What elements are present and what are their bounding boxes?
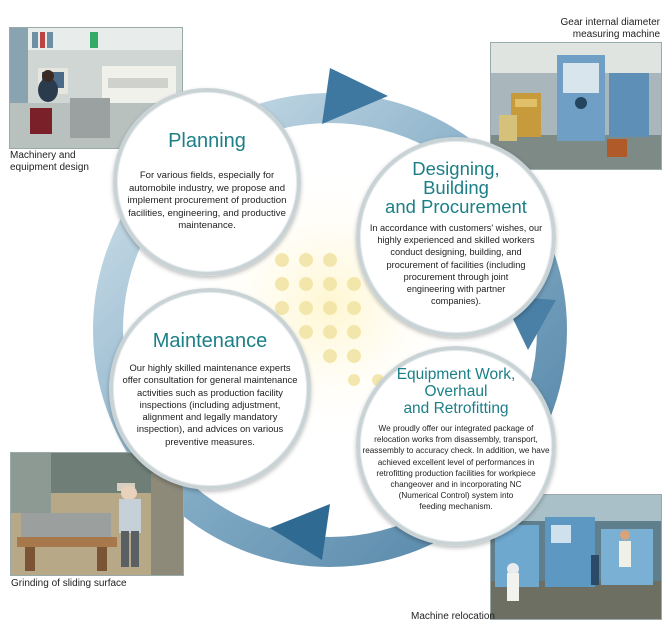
equipment-body: We proudly offer our integrated package …	[362, 424, 550, 512]
equipment-title: Equipment Work, Overhaul and Retrofittin…	[396, 366, 516, 417]
equipment-circle: Equipment Work, Overhaul and Retrofittin…	[356, 346, 556, 546]
arrow-head-top	[322, 68, 388, 124]
planning-body: For various fields, especially for autom…	[127, 170, 287, 231]
gear-measuring-caption: Gear internal diameter measuring machine	[560, 17, 661, 40]
designing-title: Designing, Building and Procurement	[385, 158, 527, 217]
planning-circle: Planning For various fields, especially …	[113, 88, 301, 276]
maintenance-body: Our highly skilled maintenance experts o…	[122, 362, 298, 447]
machinery-design-caption: Machinery and equipment design	[10, 150, 89, 173]
designing-body: In accordance with customers' wishes, ou…	[369, 223, 543, 307]
designing-circle: Designing, Building and Procurement In a…	[356, 137, 556, 337]
center-dot-pattern	[275, 253, 384, 386]
grinding-caption: Grinding of sliding surface	[11, 578, 127, 589]
planning-title: Planning	[168, 130, 246, 152]
maintenance-circle: Maintenance Our highly skilled maintenan…	[109, 288, 311, 490]
maintenance-title: Maintenance	[152, 330, 268, 352]
machine-relocation-caption: Machine relocation	[411, 611, 495, 622]
arrow-head-bottom	[270, 504, 330, 560]
gear-measuring-machine-photo	[490, 42, 662, 170]
machine-relocation-photo	[490, 494, 662, 620]
